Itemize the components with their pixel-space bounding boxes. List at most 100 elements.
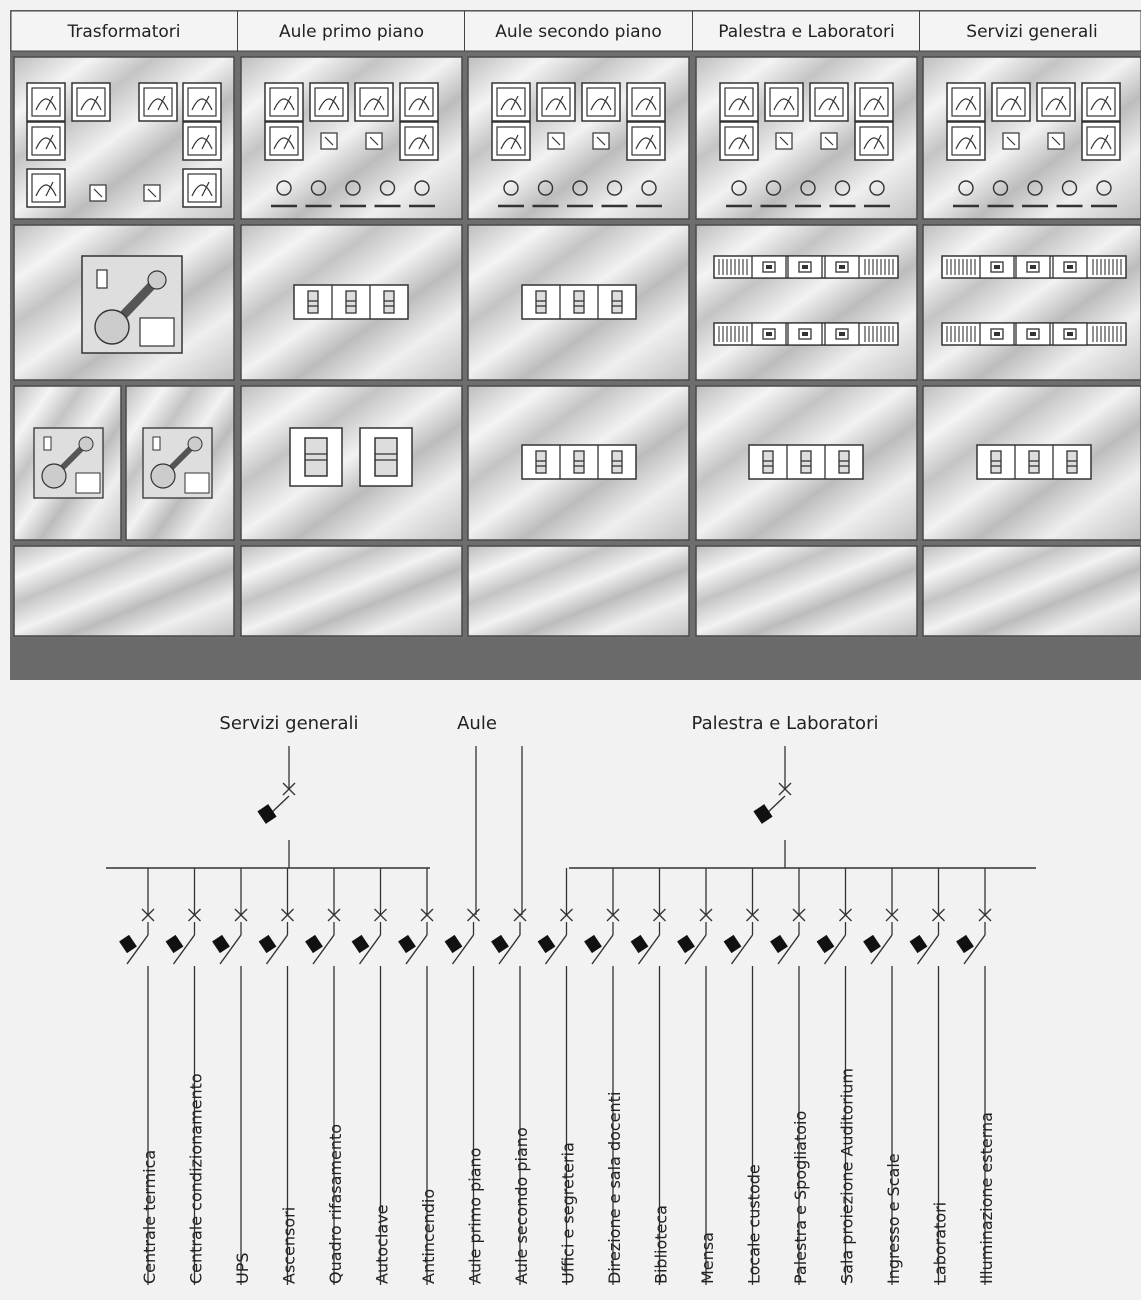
lever-knob	[147, 270, 167, 290]
aux-lever-knob	[187, 436, 203, 452]
gauge-arc	[955, 137, 977, 150]
gauge-needle	[1100, 134, 1109, 150]
pole-toggle	[990, 450, 1002, 474]
gauge-frame	[491, 121, 531, 161]
selector-mark	[369, 136, 379, 146]
aux-breaker-window	[184, 472, 210, 494]
gauge-arc	[863, 137, 885, 150]
gauge-face	[631, 126, 661, 156]
indicator-lamp	[276, 180, 292, 196]
gauge-frame	[719, 121, 759, 161]
panel	[695, 545, 918, 637]
section-title: Servizi generali	[966, 22, 1097, 42]
feeder-label: Laboratori	[931, 1202, 950, 1284]
selector-mark	[147, 188, 157, 198]
gauge-face	[631, 87, 661, 117]
gauge-arc	[590, 98, 612, 111]
gauge-needle	[1055, 95, 1064, 111]
feeder-label: Quadro rifasamento	[326, 1124, 345, 1284]
feeder-contact	[312, 934, 335, 965]
gauge-face	[31, 173, 61, 203]
gauge-needle	[1100, 95, 1109, 111]
gauge-frame	[1081, 121, 1121, 161]
feeder-isolator	[513, 908, 527, 922]
gauge-arc	[363, 98, 385, 111]
pole-toggle	[1066, 450, 1078, 474]
gauge-frame	[809, 82, 849, 122]
supply-isolator	[282, 782, 296, 796]
gauge-needle	[45, 134, 54, 150]
feeder-contact	[451, 934, 475, 965]
feeder-contact	[126, 934, 149, 965]
gauge-frame	[309, 82, 349, 122]
indicator-lamp	[572, 180, 588, 196]
pole-toggle	[307, 290, 319, 314]
gauge-frame	[626, 82, 666, 122]
pole-toggle	[573, 450, 585, 474]
feeder-actuator	[258, 934, 277, 954]
gauge-needle	[873, 134, 882, 150]
supply-label-aule: Aule	[457, 713, 497, 734]
gauge-face	[814, 87, 844, 117]
gauge-face	[187, 173, 217, 203]
gauge-needle	[783, 95, 792, 111]
gauge-needle	[738, 134, 747, 150]
modular-toggle-core	[1030, 265, 1036, 269]
gauge-arc	[35, 98, 57, 111]
gauge-frame	[138, 82, 178, 122]
gauge-needle	[90, 95, 99, 111]
modular-toggle-core	[839, 265, 845, 269]
gauge-face	[404, 87, 434, 117]
feeder-contact	[777, 934, 800, 965]
gauge-needle	[738, 95, 747, 111]
modular-toggle-core	[802, 332, 808, 336]
modular-toggle-core	[766, 332, 772, 336]
gauge-face	[76, 87, 106, 117]
feeder-actuator	[956, 934, 974, 954]
feeder-isolator	[467, 908, 480, 922]
feeder-actuator	[537, 934, 556, 954]
feeder-actuator	[584, 934, 602, 954]
gauge-needle	[157, 95, 166, 111]
feeder-contact	[591, 934, 614, 965]
selector-mark	[93, 188, 103, 198]
feeder-actuator	[723, 934, 742, 954]
gauge-frame	[182, 121, 222, 161]
supply-label-servizi: Servizi generali	[219, 713, 358, 734]
gauge-arc	[35, 137, 57, 150]
pole-toggle	[611, 290, 623, 314]
gauge-needle	[510, 95, 519, 111]
feeder-actuator	[212, 934, 230, 954]
gauge-face	[187, 87, 217, 117]
indicator-lamp	[869, 180, 885, 196]
gauge-frame	[626, 121, 666, 161]
feeder-contact	[544, 934, 568, 965]
feeder-contact	[684, 934, 707, 965]
gauge-arc	[728, 137, 750, 150]
feeder-label: Antincendio	[419, 1189, 438, 1284]
feeder-label: Uffici e segreteria	[559, 1142, 578, 1284]
aux-breaker-window	[75, 472, 101, 494]
feeder-contact	[823, 934, 847, 965]
feeder-isolator	[653, 908, 666, 922]
gauge-frame	[854, 82, 894, 122]
modular-toggle-core	[1067, 265, 1073, 269]
gauge-frame	[182, 82, 222, 122]
pole-toggle	[573, 290, 585, 314]
indicator-lamp	[1027, 180, 1043, 196]
pole-toggle	[345, 290, 357, 314]
feeder-actuator	[119, 934, 137, 954]
gauge-arc	[545, 98, 567, 111]
gauge-face	[496, 87, 526, 117]
indicator-lamp	[414, 180, 430, 196]
feeder-contact	[870, 934, 893, 965]
panel	[240, 545, 463, 637]
gauge-needle	[828, 95, 837, 111]
feeder-label: Illuminazione esterna	[977, 1112, 996, 1284]
gauge-arc	[408, 98, 430, 111]
gauge-frame	[71, 82, 111, 122]
feeder-actuator	[491, 934, 509, 954]
gauge-arc	[273, 98, 295, 111]
indicator-lamp	[379, 180, 396, 196]
feeder-label: Aule secondo piano	[512, 1127, 531, 1284]
